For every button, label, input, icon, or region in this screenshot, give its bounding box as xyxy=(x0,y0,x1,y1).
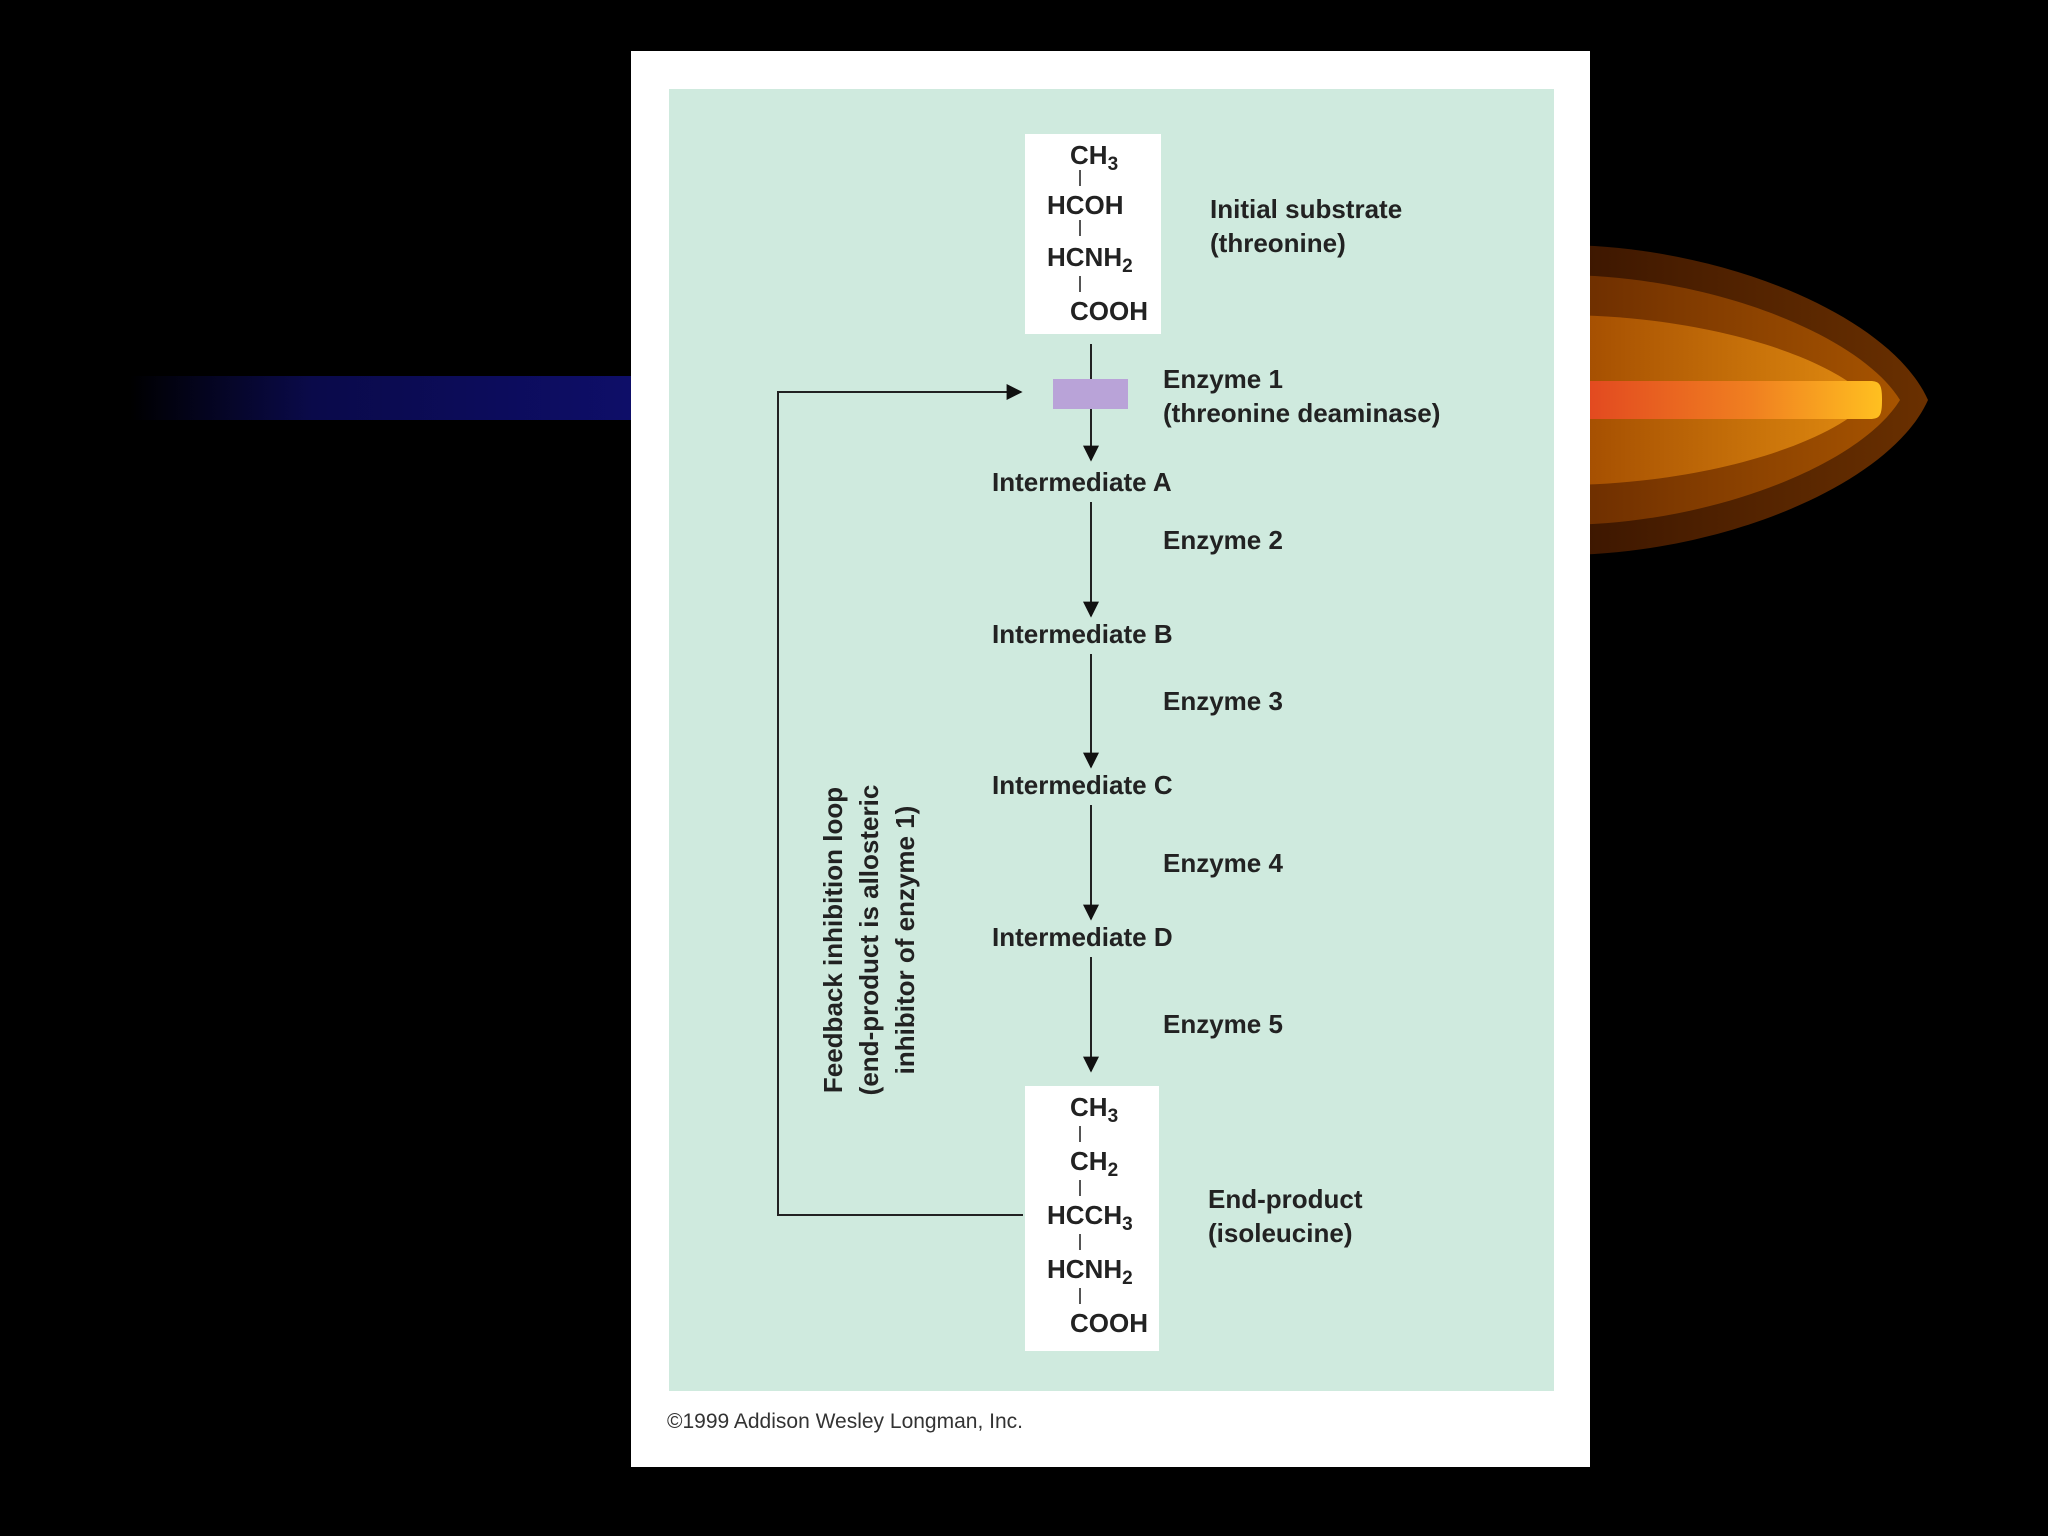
formula-line: HCNH xyxy=(1047,1254,1123,1284)
enzyme-1-marker xyxy=(1053,379,1128,409)
formula-line: COOH xyxy=(1070,296,1148,326)
feedback-loop-label: inhibitor of enzyme 1) xyxy=(890,805,920,1075)
intermediate-d-label: Intermediate D xyxy=(992,922,1173,952)
blue-streak-decoration xyxy=(130,376,650,420)
formula-line: HCOH xyxy=(1047,190,1124,220)
enzyme-2-label: Enzyme 2 xyxy=(1163,525,1283,555)
threonine-structure: CH3 HCOH HCNH2 COOH xyxy=(1025,134,1161,334)
formula-line: CH xyxy=(1070,140,1108,170)
formula-line: CH xyxy=(1070,1092,1108,1122)
flame-decoration xyxy=(1560,245,1928,555)
end-product-label: End-product (isoleucine) xyxy=(1208,1184,1363,1248)
enzyme-4-label: Enzyme 4 xyxy=(1163,848,1283,878)
enzyme-1-label: Enzyme 1 (threonine deaminase) xyxy=(1163,364,1441,428)
formula-line: CH xyxy=(1070,1146,1108,1176)
isoleucine-structure: CH3 CH2 HCCH3 HCNH2 COOH xyxy=(1025,1086,1159,1351)
intermediate-c-label: Intermediate C xyxy=(992,770,1173,800)
formula-line: HCNH xyxy=(1047,242,1123,272)
intermediate-a-label: Intermediate A xyxy=(992,467,1172,497)
formula-line: HCCH xyxy=(1047,1200,1123,1230)
formula-line: COOH xyxy=(1070,1308,1148,1338)
enzyme-3-label: Enzyme 3 xyxy=(1163,686,1283,716)
intermediate-b-label: Intermediate B xyxy=(992,619,1173,649)
feedback-loop-label-line2: (end-product is allosteric xyxy=(854,784,884,1096)
copyright-notice: ©1999 Addison Wesley Longman, Inc. xyxy=(667,1410,1023,1433)
enzyme-5-label: Enzyme 5 xyxy=(1163,1009,1283,1039)
feedback-loop-label-line1: Feedback inhibition loop xyxy=(818,786,848,1094)
feedback-loop-line xyxy=(777,384,1023,1216)
initial-substrate-label: Initial substrate (threonine) xyxy=(1210,194,1403,258)
